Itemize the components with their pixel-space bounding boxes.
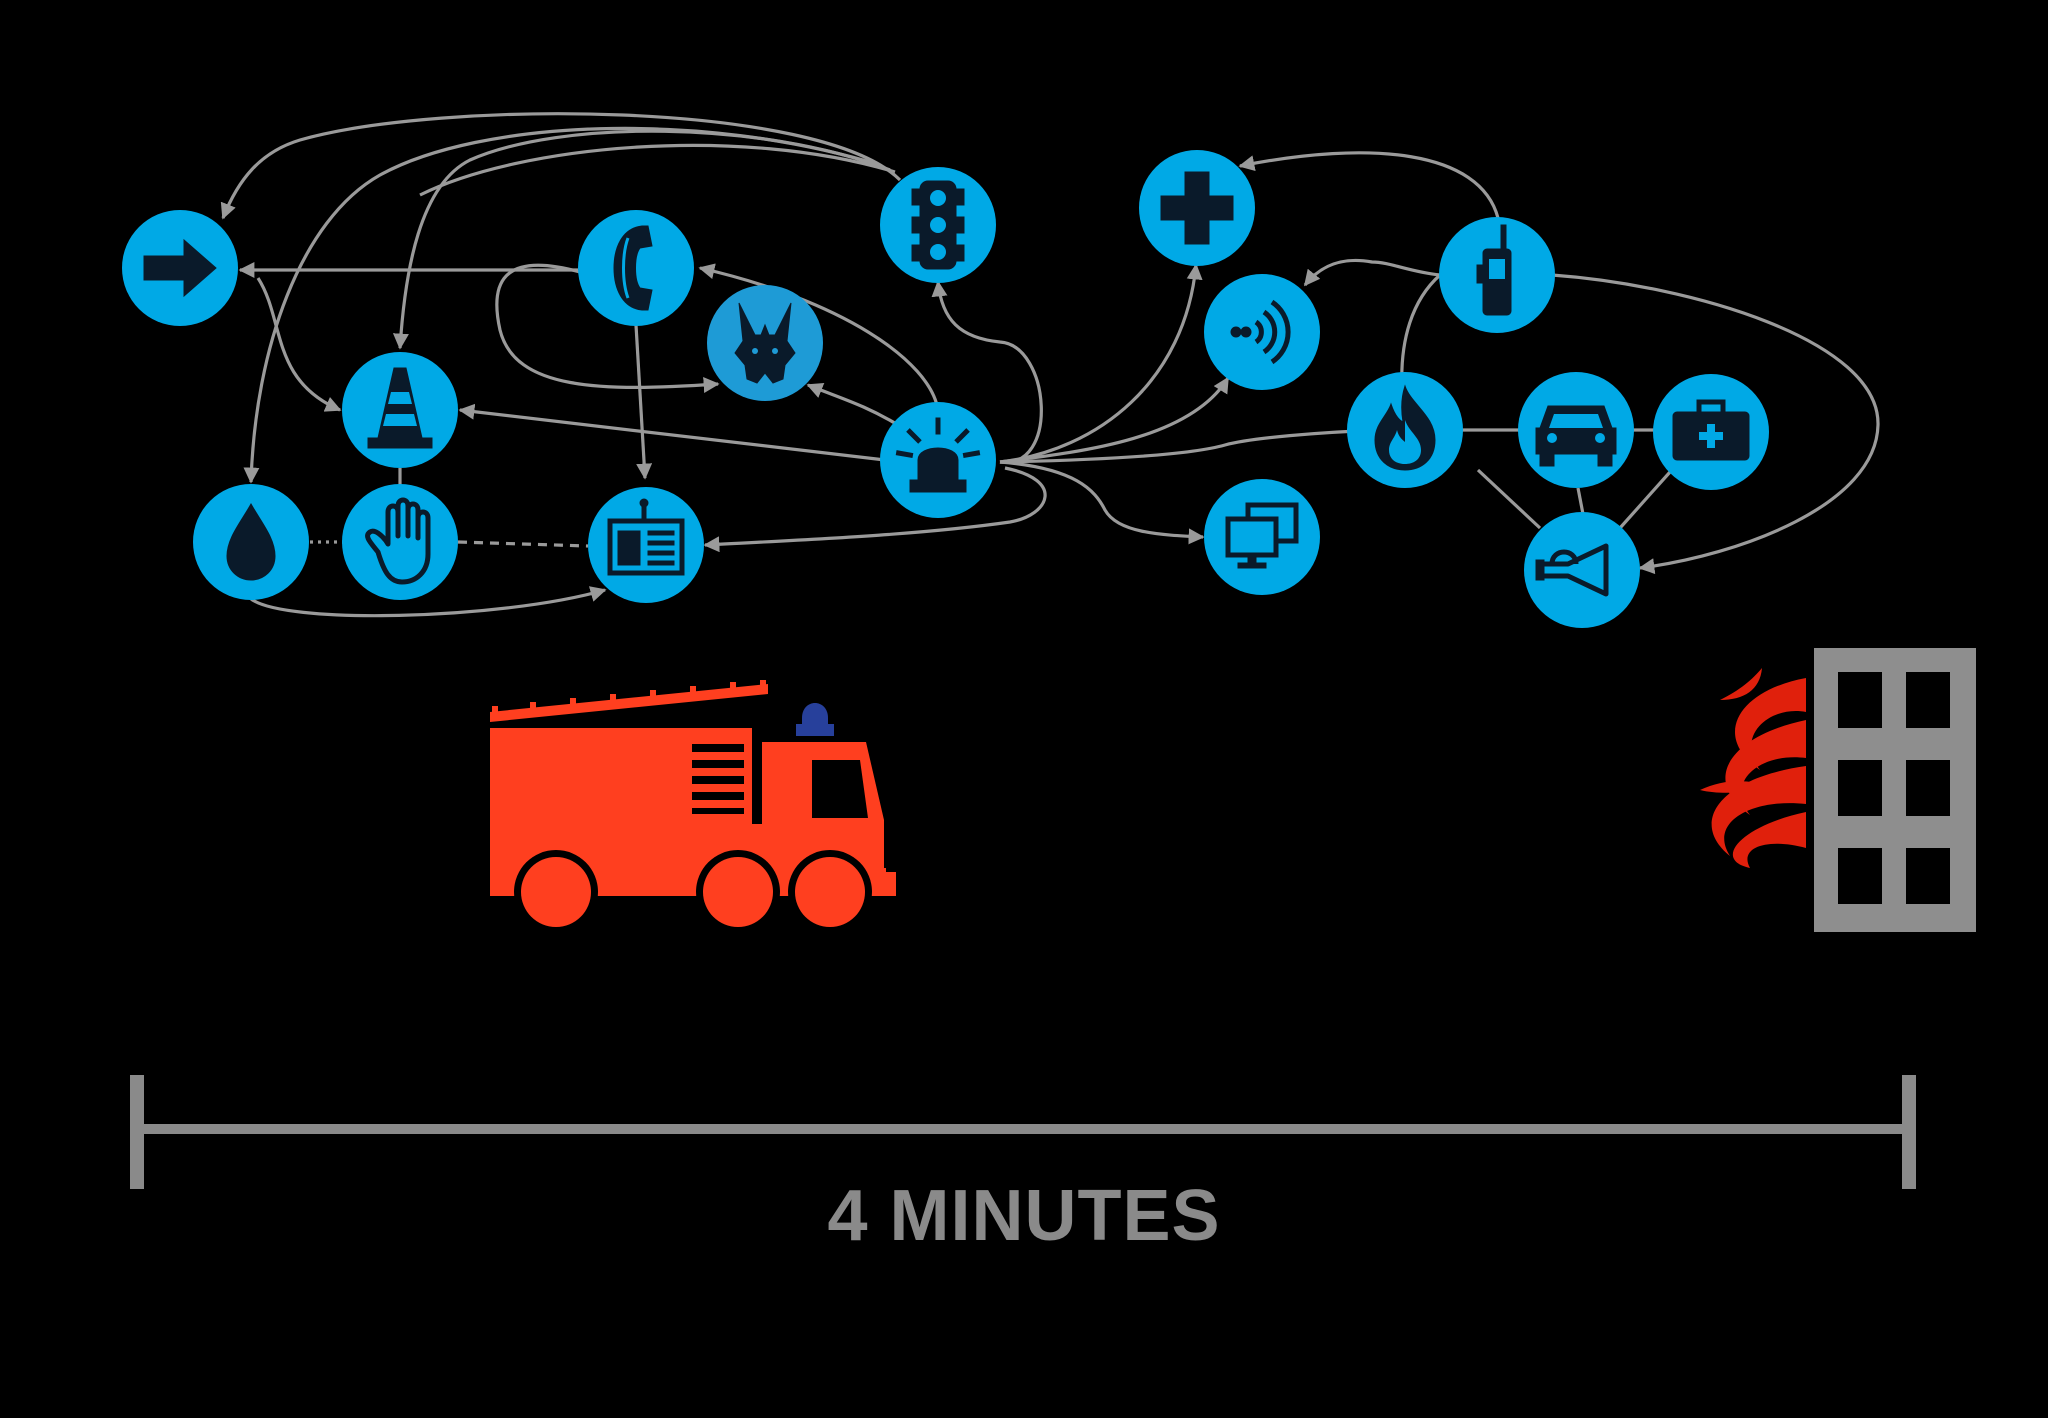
radio-icon bbox=[607, 498, 685, 576]
edges bbox=[220, 112, 1880, 618]
node-water bbox=[193, 484, 309, 600]
node-fire bbox=[1347, 372, 1463, 488]
first-aid-kit-icon bbox=[1672, 399, 1750, 461]
arrow-right-icon bbox=[143, 238, 217, 298]
timeline-bar bbox=[130, 1075, 1916, 1189]
car-icon bbox=[1535, 405, 1617, 467]
edge-siren-to-wifi bbox=[999, 376, 1230, 464]
medical-cross-icon bbox=[1160, 171, 1234, 245]
node-wifi bbox=[1204, 274, 1320, 390]
edge-traffic-to-detour bbox=[220, 112, 902, 220]
edge-hand-radio-dashed bbox=[457, 540, 589, 548]
phone-icon bbox=[613, 225, 653, 311]
walkie-talkie-icon bbox=[1476, 224, 1512, 316]
node-monitors bbox=[1204, 479, 1320, 595]
fire-truck-icon bbox=[490, 680, 896, 934]
wolf-icon bbox=[734, 302, 796, 384]
edge-siren-to-traffic bbox=[931, 280, 1043, 464]
node-hand bbox=[342, 484, 458, 600]
edge-siren-to-wolf bbox=[806, 383, 899, 427]
node-wolf bbox=[707, 285, 823, 401]
timeline-duration-label: 4 MINUTES bbox=[827, 1176, 1221, 1256]
fire-icon bbox=[1374, 384, 1436, 471]
wireless-signal-icon bbox=[1230, 299, 1291, 365]
edge-walkie-to-medical bbox=[1238, 151, 1500, 219]
edge-walkie-to-horn bbox=[1551, 273, 1880, 575]
siren-icon bbox=[895, 417, 981, 493]
stop-hand-icon bbox=[365, 497, 431, 585]
traffic-light-icon bbox=[911, 180, 965, 270]
edge-siren-to-medical bbox=[999, 263, 1203, 464]
node-cone bbox=[342, 352, 458, 468]
node-detour bbox=[122, 210, 238, 326]
edge-firstaid-horn bbox=[1618, 470, 1672, 530]
edge-car-horn bbox=[1576, 487, 1585, 515]
node-horn bbox=[1524, 512, 1640, 628]
edge-phone-loop-to-wolf bbox=[495, 263, 720, 393]
nodes bbox=[122, 150, 1769, 628]
edge-siren-to-cone bbox=[458, 403, 886, 462]
node-medical bbox=[1139, 150, 1255, 266]
burning-building-icon bbox=[1700, 648, 1976, 932]
edge-traffic-to-water bbox=[243, 126, 881, 484]
edge-walkie-to-fire bbox=[1393, 273, 1442, 390]
node-traffic-light bbox=[880, 167, 996, 283]
edge-siren-to-radio bbox=[703, 466, 1047, 553]
node-phone bbox=[578, 210, 694, 326]
node-car bbox=[1518, 372, 1634, 488]
node-siren bbox=[880, 402, 996, 518]
edge-siren-to-fire bbox=[999, 422, 1386, 464]
node-firstaid bbox=[1653, 374, 1769, 490]
edge-traffic-to-left bbox=[419, 143, 896, 197]
edge-fire-horn bbox=[1476, 468, 1542, 530]
horn-icon bbox=[1535, 543, 1609, 597]
edge-phone-to-radio bbox=[634, 324, 653, 480]
traffic-cone-icon bbox=[367, 367, 433, 449]
flames bbox=[1700, 668, 1806, 868]
edge-walkie-to-wifi bbox=[1303, 258, 1441, 287]
node-radio bbox=[588, 487, 704, 603]
node-walkie bbox=[1439, 217, 1555, 333]
edge-siren-to-phone bbox=[698, 263, 940, 411]
edge-detour-to-cone bbox=[256, 277, 342, 412]
edge-water-to-radio bbox=[248, 586, 607, 618]
edge-siren-to-monitors bbox=[999, 460, 1205, 545]
water-drop-icon bbox=[226, 502, 276, 581]
computer-screens-icon bbox=[1225, 502, 1299, 569]
